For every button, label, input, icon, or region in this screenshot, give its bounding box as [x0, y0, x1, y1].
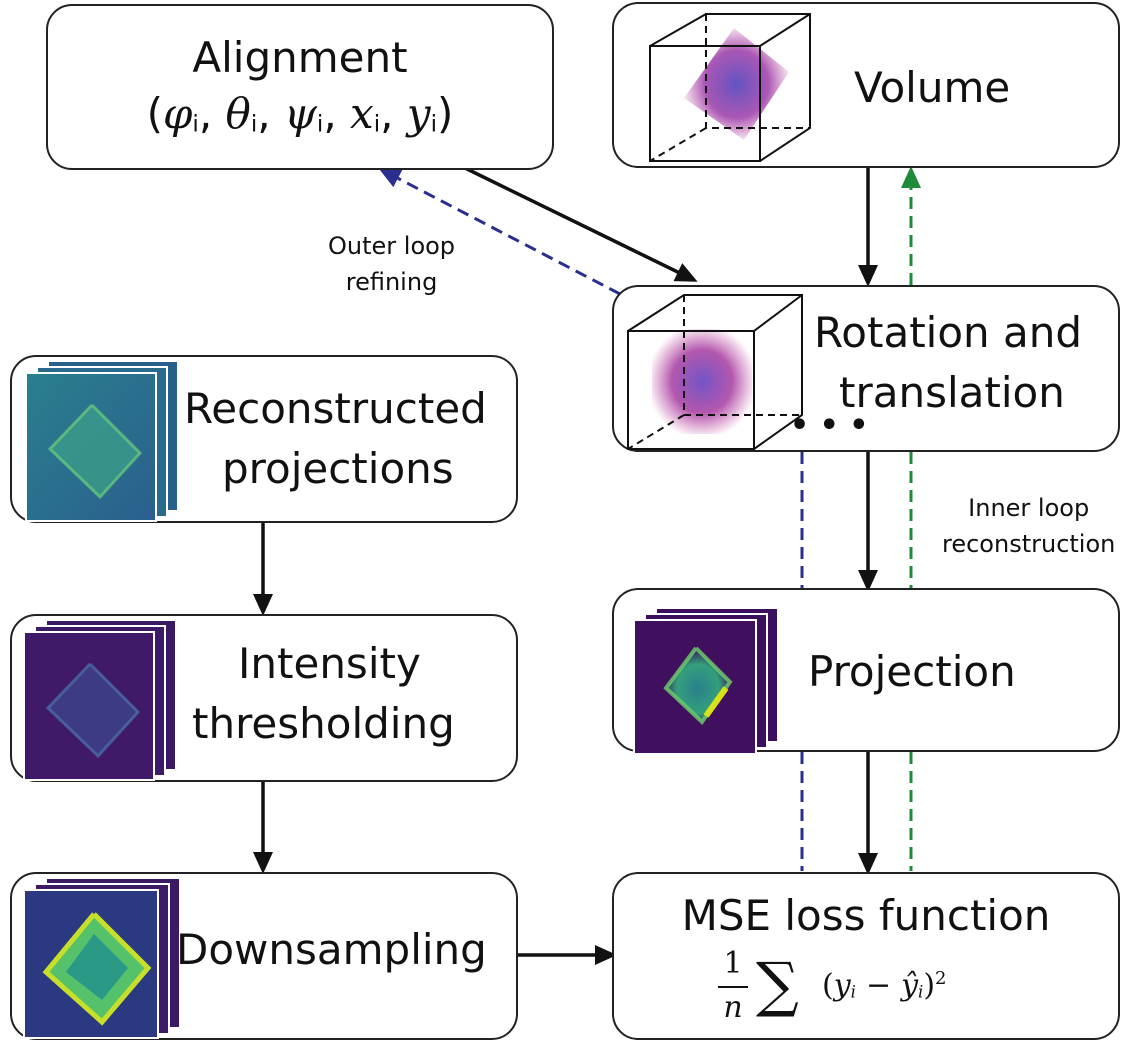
rotation-ellipsis: • • •	[790, 408, 869, 443]
param-y: y	[406, 89, 431, 138]
intensity-box: Intensity thresholding	[10, 614, 518, 782]
rotation-box: • • • Rotation and translation	[612, 285, 1120, 452]
downsampling-label: Downsampling	[176, 925, 487, 974]
formula-frac-den: n	[723, 990, 743, 1025]
projection-box: Projection	[612, 588, 1120, 754]
downsampling-box: Downsampling	[10, 872, 518, 1040]
formula-sum: ∑	[756, 950, 799, 1020]
volume-label: Volume	[854, 63, 1011, 112]
alignment-title: Alignment	[192, 33, 408, 82]
inner-loop-label: Inner loop reconstruction	[942, 494, 1116, 558]
alignment-box: Alignment (φi, θi, ψi, xi, yi)	[46, 4, 554, 170]
reconstructed-line2: projections	[222, 444, 454, 493]
outer-loop-label: Outer loop refining	[328, 232, 456, 296]
intensity-line2: thresholding	[192, 699, 455, 748]
param-phi: φ	[163, 89, 193, 138]
mse-formula: 1 n ∑ (yi−ŷi)2	[718, 946, 1038, 1036]
mse-title: MSE loss function	[681, 891, 1051, 940]
downsampling-stack-image	[23, 877, 181, 1039]
reconstructed-line1: Reconstructed	[184, 384, 487, 433]
reconstructed-stack-image	[25, 360, 179, 522]
param-psi: ψ	[283, 89, 317, 138]
param-x: x	[350, 89, 374, 138]
arrow-alignment-to-rotation	[464, 166, 698, 282]
projection-label: Projection	[808, 647, 1016, 696]
formula-expr: (yi−ŷi)2	[822, 968, 947, 1003]
arrow-outer-loop-refining	[378, 168, 621, 296]
intensity-line1: Intensity	[238, 639, 421, 688]
volume-box: Volume	[612, 2, 1120, 168]
param-theta: θ	[225, 89, 251, 138]
projection-stack-image	[633, 607, 779, 754]
rotation-line1: Rotation and	[814, 308, 1083, 357]
intensity-stack-image	[23, 619, 177, 781]
reconstructed-box: Reconstructed projections	[10, 355, 518, 523]
rotated-cube-image	[627, 294, 803, 450]
rotation-line2: translation	[839, 368, 1065, 417]
alignment-params: (φi, θi, ψi, xi, yi)	[146, 89, 454, 138]
formula-frac-num: 1	[723, 946, 743, 981]
volume-cube-image	[649, 13, 811, 162]
mse-box: MSE loss function 1 n ∑ (yi−ŷi)2	[612, 872, 1120, 1040]
